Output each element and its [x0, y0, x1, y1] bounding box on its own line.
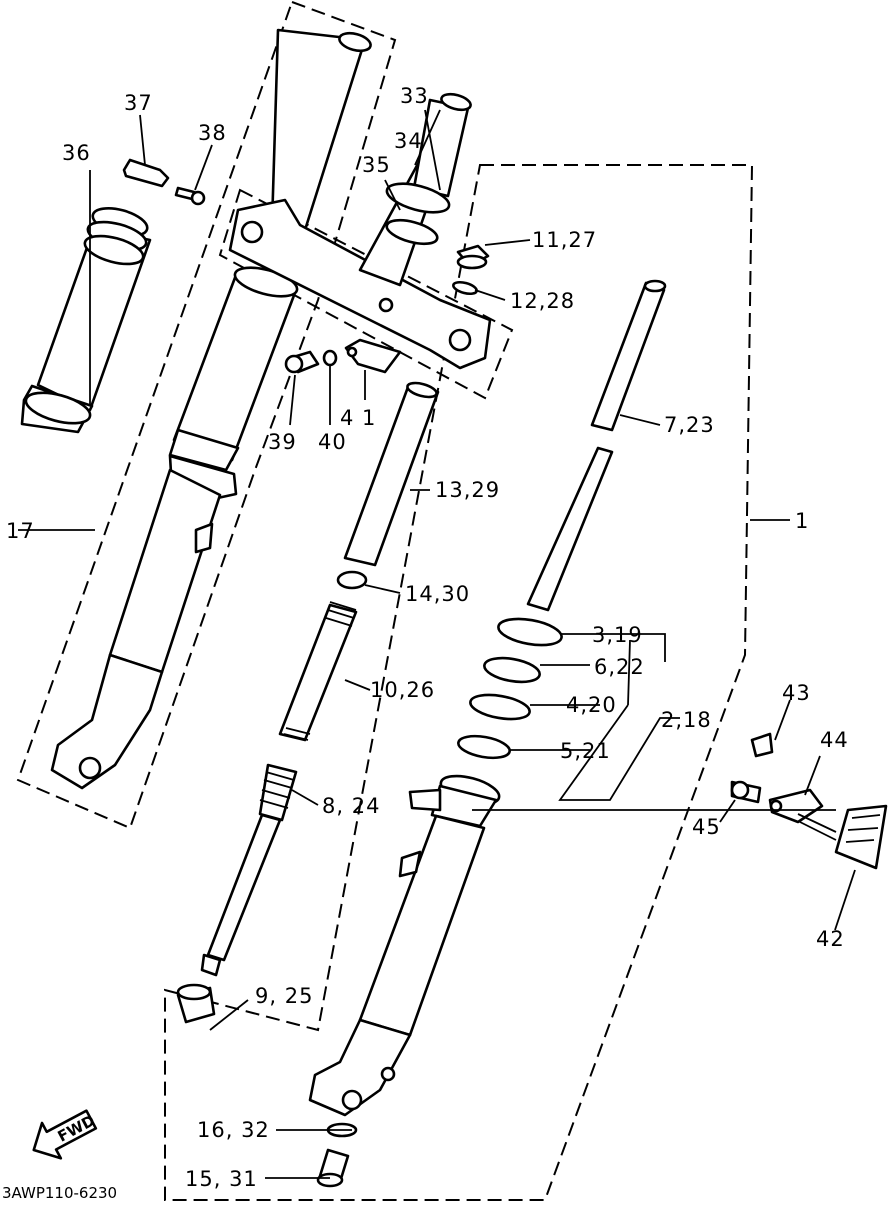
callout-16-32: 16, 32: [197, 1118, 270, 1142]
right-fork-assembly-outline: [164, 164, 754, 1201]
callout-15-31: 15, 31: [185, 1167, 258, 1191]
slide-metal: [457, 734, 511, 760]
callout-4-20: 4,20: [566, 693, 617, 717]
callout-17: 17: [6, 519, 35, 543]
callout-8-24: 8, 24: [322, 794, 380, 818]
callout-labels: 33 34 35 11,27 12,28 7,23 13,29 14,30 10…: [6, 84, 849, 1191]
callout-40: 40: [318, 430, 347, 454]
right-outer-tube: [308, 774, 501, 1117]
damper-rod: [200, 763, 298, 977]
callout-38: 38: [198, 121, 227, 145]
callout-33: 33: [400, 84, 429, 108]
bracket-bolt: [284, 350, 320, 374]
spacer: [343, 381, 440, 567]
callout-45: 45: [692, 815, 721, 839]
left-fork-assembly-outline: [16, 0, 397, 830]
cap-bolt: [456, 244, 490, 270]
reflector-nut: [750, 732, 774, 758]
fork-boot: [20, 207, 152, 434]
spring-seat: [336, 570, 368, 590]
leader-lines: [18, 109, 856, 1179]
inner-tube: [526, 279, 667, 612]
dust-seal: [483, 656, 541, 684]
oil-lock-piece: [176, 983, 216, 1024]
callout-5-21: 5,21: [560, 739, 611, 763]
callout-44: 44: [820, 728, 849, 752]
callout-11-27: 11,27: [532, 228, 597, 252]
diagram-code: 3AWP110-6230: [2, 1184, 117, 1202]
callout-6-22: 6,22: [594, 655, 645, 679]
damper-bolt: [316, 1148, 350, 1188]
callout-7-23: 7,23: [664, 413, 715, 437]
washer: [322, 349, 338, 367]
callout-36: 36: [62, 141, 91, 165]
callout-3-19: 3,19: [592, 623, 643, 647]
fwd-arrow: FWD: [32, 1109, 98, 1160]
steering-crown-outline: [218, 188, 514, 400]
reflector-bolt: [730, 780, 762, 804]
retaining-clip: [497, 617, 563, 647]
callout-43: 43: [782, 681, 811, 705]
callout-35: 35: [362, 153, 391, 177]
oil-seal: [469, 693, 531, 721]
callout-37: 37: [124, 91, 153, 115]
callout-42: 42: [816, 927, 845, 951]
hose-holder: [344, 338, 402, 374]
callout-39: 39: [268, 430, 297, 454]
boot-clamp: [122, 158, 170, 188]
callout-1: 1: [795, 509, 809, 533]
callout-12-28: 12,28: [510, 289, 575, 313]
under-bracket: [228, 92, 492, 370]
reflector-bracket: [768, 788, 824, 824]
reflector: [834, 804, 888, 870]
callout-13-29: 13,29: [435, 478, 500, 502]
callout-9-25: 9, 25: [255, 984, 313, 1008]
clamp-bolt: [174, 186, 206, 206]
callout-34: 34: [394, 129, 423, 153]
callout-14-30: 14,30: [405, 582, 470, 606]
callout-2-18: 2,18: [661, 708, 712, 732]
callout-41: 4 1: [340, 406, 376, 430]
fork-spring: [278, 601, 358, 742]
callout-10-26: 10,26: [370, 678, 435, 702]
